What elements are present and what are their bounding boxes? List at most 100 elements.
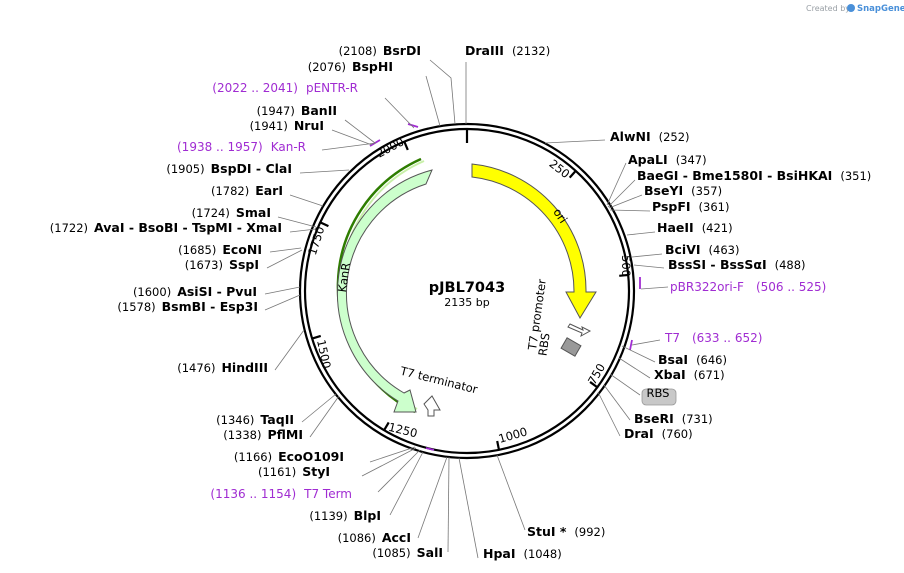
tick-label: 750	[585, 361, 608, 387]
site-name: BaeGI - Bme1580I - BsiHKAI	[637, 168, 832, 183]
t7-terminator-feature[interactable]	[423, 395, 441, 417]
site-label[interactable]: HindIII(1476)	[177, 360, 268, 375]
site-name: BciVI	[665, 242, 701, 257]
primer-mark-pentr-r	[407, 123, 419, 128]
site-name: XbaI	[654, 367, 686, 382]
site-name: BlpI	[354, 508, 381, 523]
leader-lines	[264, 59, 669, 559]
primer-label[interactable]: pBR322ori-F(506 .. 525)	[670, 280, 826, 294]
site-label[interactable]: EcoNI (1685)	[178, 242, 262, 257]
site-label[interactable]: EarI(1782)	[211, 183, 283, 198]
site-label[interactable]: BseRI(731)	[634, 411, 713, 426]
site-label[interactable]: AvaI - BsoBI - TspMI - XmaI(1722)	[50, 220, 282, 235]
site-label[interactable]: DraI(760)	[624, 426, 693, 441]
site-name: ApaLI	[628, 152, 668, 167]
kanr-feature[interactable]	[336, 169, 433, 413]
site-position: (1685)	[178, 243, 216, 257]
site-label[interactable]: TaqII(1346)	[216, 412, 294, 427]
site-label[interactable]: HaeII (421)	[657, 220, 733, 235]
site-label[interactable]: EcoO109I(1166)	[234, 449, 344, 464]
site-label[interactable]: BaeGI - Bme1580I - BsiHKAI (351)	[637, 168, 871, 183]
site-position: (2132)	[512, 44, 550, 58]
site-position: (2108)	[339, 44, 377, 58]
site-name: BsrDI	[383, 43, 421, 58]
ori-feature[interactable]	[471, 163, 597, 320]
site-name: AlwNI	[610, 129, 651, 144]
tick-mark	[319, 221, 329, 228]
site-position: (351)	[840, 169, 871, 183]
site-position: (357)	[691, 184, 722, 198]
primer-name: T7	[664, 331, 680, 345]
rbs-feature[interactable]	[560, 337, 582, 357]
credit: Created by SnapGene	[806, 4, 904, 14]
primer-range: (1136 .. 1154)	[210, 487, 296, 501]
site-label[interactable]: SspI(1673)	[185, 257, 259, 272]
site-label[interactable]: BciVI(463)	[665, 242, 739, 257]
site-label[interactable]: ApaLI (347)	[628, 152, 707, 167]
site-position: (1086)	[338, 531, 376, 545]
primer-name: T7 Term	[303, 487, 352, 501]
site-position: (421)	[702, 221, 733, 235]
restriction-sites: BsrDI(2108)DraIII(2132)BspHI(2076)BanII(…	[50, 43, 872, 561]
site-position: (992)	[574, 525, 605, 539]
site-name: EcoO109I	[278, 449, 344, 464]
tick-label: 1250	[387, 420, 419, 441]
site-label[interactable]: SalI(1085)	[372, 545, 443, 560]
site-label[interactable]: XbaI (671)	[654, 367, 725, 382]
site-name: TaqII	[260, 412, 294, 427]
credit-brand: SnapGene	[857, 4, 904, 14]
primer-label[interactable]: T7 Term (1136 .. 1154)	[210, 487, 352, 501]
site-label[interactable]: PspFI(361)	[652, 199, 729, 214]
primer-range: (2022 .. 2041)	[212, 81, 298, 95]
primer-range: (633 .. 652)	[692, 331, 762, 345]
site-label[interactable]: AccI (1086)	[338, 530, 411, 545]
site-label[interactable]: BanII (1947)	[257, 103, 337, 118]
site-label[interactable]: AsiSI - PvuI(1600)	[133, 284, 257, 299]
tick-marks	[311, 141, 629, 451]
site-label[interactable]: BsaI(646)	[658, 352, 727, 367]
site-label[interactable]: NruI(1941)	[250, 118, 324, 133]
site-label[interactable]: BsrDI (2108)	[339, 43, 421, 58]
site-position: (488)	[775, 258, 806, 272]
site-name: BanII	[301, 103, 337, 118]
site-name: EcoNI	[222, 242, 262, 257]
site-label[interactable]: BseYI (357)	[644, 183, 722, 198]
site-position: (361)	[699, 200, 730, 214]
site-name: HaeII	[657, 220, 694, 235]
site-position: (671)	[694, 368, 725, 382]
primer-label[interactable]: pENTR-R(2022 .. 2041)	[212, 81, 358, 95]
site-label[interactable]: BssSI - BssSαI(488)	[668, 257, 806, 272]
primer-mark-t7-term	[425, 447, 435, 451]
t7-promoter-feature[interactable]	[567, 323, 592, 338]
site-label[interactable]: SmaI(1724)	[192, 205, 271, 220]
tick-mark	[589, 381, 598, 389]
primer-label[interactable]: Kan-R(1938 .. 1957)	[177, 140, 306, 154]
site-label[interactable]: StyI(1161)	[258, 464, 330, 479]
site-label[interactable]: PflMI(1338)	[223, 427, 303, 442]
feature-label: ori	[550, 206, 570, 226]
site-label[interactable]: BsmBI - Esp3I(1578)	[117, 299, 258, 314]
primer-name: pBR322ori-F	[670, 280, 744, 294]
site-position: (347)	[676, 153, 707, 167]
site-label[interactable]: BspHI(2076)	[308, 59, 393, 74]
site-label[interactable]: AlwNI(252)	[610, 129, 690, 144]
site-position: (1782)	[211, 184, 249, 198]
primer-label[interactable]: T7 (633 .. 652)	[664, 331, 762, 345]
site-position: (1947)	[257, 104, 295, 118]
site-label[interactable]: HpaI(1048)	[483, 546, 562, 561]
site-position: (1161)	[258, 465, 296, 479]
site-position: (1724)	[192, 206, 230, 220]
tick-label: 500	[619, 255, 633, 277]
site-label[interactable]: DraIII(2132)	[465, 43, 550, 58]
site-label[interactable]: BspDI - ClaI(1905)	[166, 161, 292, 176]
plasmid-name: pJBL7043	[429, 280, 505, 296]
backbone-outer	[298, 122, 636, 460]
site-label[interactable]: BlpI(1139)	[309, 508, 381, 523]
site-position: (1941)	[250, 119, 288, 133]
site-name: HpaI	[483, 546, 516, 561]
site-name: BseYI	[644, 183, 683, 198]
site-name: BseRI	[634, 411, 674, 426]
site-name: AccI	[382, 530, 411, 545]
site-label[interactable]: StuI *(992)	[527, 524, 605, 539]
